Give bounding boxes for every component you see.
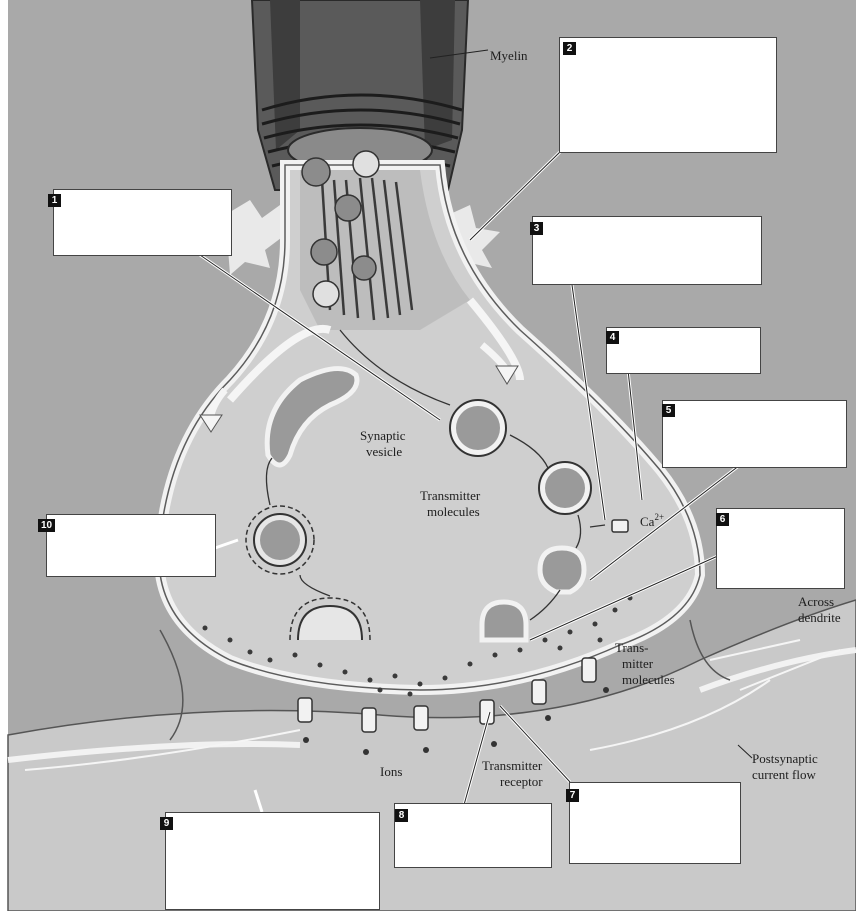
label-synaptic-vesicle-1: Synaptic — [360, 428, 406, 443]
box-number-5: 5 — [662, 404, 675, 417]
box-number-10: 10 — [38, 519, 55, 532]
answer-box-4[interactable] — [606, 327, 761, 374]
answer-box-10[interactable] — [46, 514, 216, 577]
answer-box-6[interactable] — [716, 508, 845, 589]
answer-box-2[interactable] — [559, 37, 777, 153]
answer-box-3[interactable] — [532, 216, 762, 285]
box-number-6: 6 — [716, 513, 729, 526]
box-number-1: 1 — [48, 194, 61, 207]
label-synaptic-vesicle-2: vesicle — [366, 444, 402, 459]
box-number-4: 4 — [606, 331, 619, 344]
box-number-2: 2 — [563, 42, 576, 55]
label-myelin: Myelin — [490, 48, 528, 63]
answer-box-8[interactable] — [394, 803, 552, 868]
box-number-9: 9 — [160, 817, 173, 830]
label-transmitter-molecules-2: molecules — [427, 504, 480, 519]
answer-box-9[interactable] — [165, 812, 380, 910]
label-trans-mitter-3: molecules — [622, 672, 675, 687]
answer-box-1[interactable] — [53, 189, 232, 256]
box-number-8: 8 — [395, 809, 408, 822]
answer-box-5[interactable] — [662, 400, 847, 468]
label-across-1: Across — [798, 594, 834, 609]
label-transmitter-receptor-2: receptor — [500, 774, 543, 789]
box-number-7: 7 — [566, 789, 579, 802]
label-transmitter-molecules-1: Transmitter — [420, 488, 481, 503]
answer-box-7[interactable] — [569, 782, 741, 864]
label-postsynaptic-1: Postsynaptic — [752, 751, 818, 766]
label-across-2: dendrite — [798, 610, 841, 625]
label-transmitter-receptor-1: Transmitter — [482, 758, 543, 773]
label-trans-mitter-2: mitter — [622, 656, 654, 671]
label-trans-mitter-1: Trans- — [615, 640, 648, 655]
label-ions: Ions — [380, 764, 402, 779]
label-postsynaptic-2: current flow — [752, 767, 817, 782]
box-number-3: 3 — [530, 222, 543, 235]
